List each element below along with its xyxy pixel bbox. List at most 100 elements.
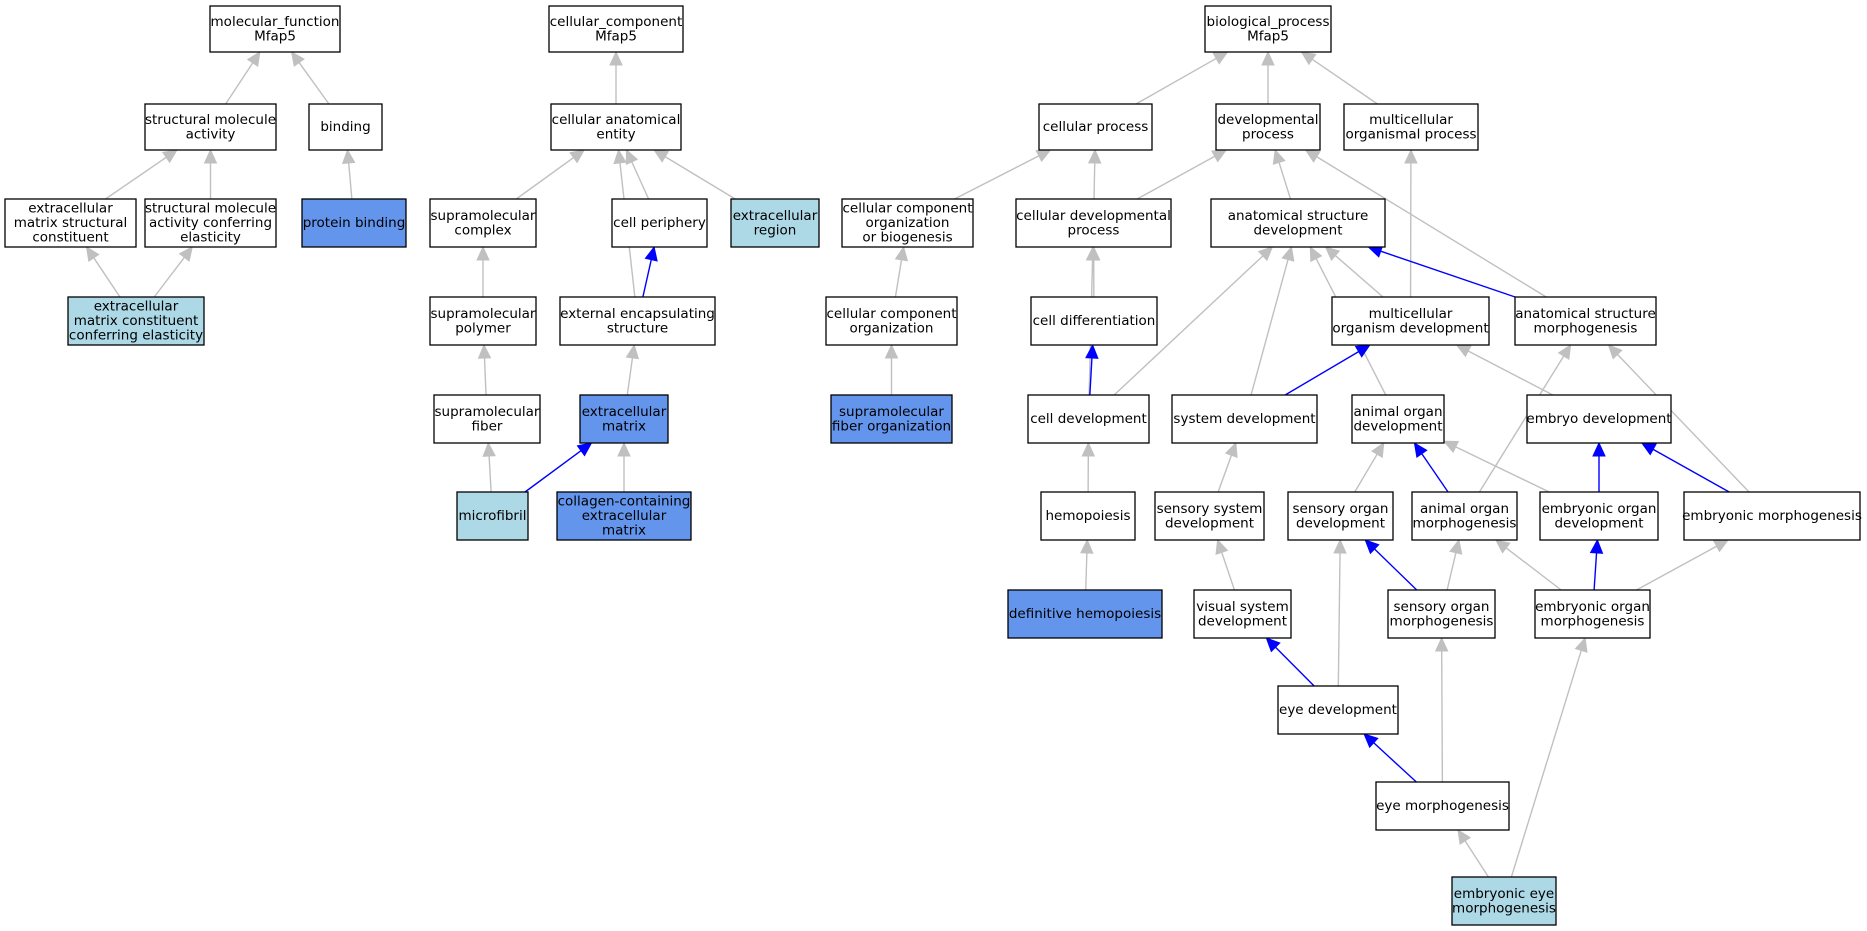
node-box [1351, 394, 1445, 444]
edge-arrowhead [569, 149, 586, 164]
edge-aom-to-aod [1413, 442, 1449, 493]
edge-arrowhead [1261, 50, 1275, 66]
edge-eom-to-emorph [1636, 539, 1730, 591]
edge-arrowhead [884, 343, 899, 359]
node-label-line: sensory system [1157, 501, 1263, 517]
edge-arrowhead [1434, 636, 1449, 652]
node-label-line: morphogenesis [1534, 320, 1638, 336]
node-label-line: polymer [455, 320, 511, 336]
node-label-line: cellular component [826, 306, 956, 322]
edge-arrowhead [203, 148, 218, 164]
node-box [1375, 781, 1510, 831]
node-label-line: structural molecule [145, 112, 276, 128]
edge-cdp-to-cellp [1087, 148, 1102, 200]
node-label-line: embryonic morphogenesis [1682, 508, 1862, 524]
edge-arrowhead [1085, 343, 1099, 359]
node-label-line: development [1554, 515, 1643, 531]
node-label-line: multicellular [1369, 112, 1453, 128]
edge-arrowhead [625, 343, 640, 360]
edge-line [1217, 454, 1233, 493]
edge-sfo-to-cco [884, 343, 899, 395]
node-label-line: cellular anatomical [552, 112, 681, 128]
node-box [144, 198, 277, 248]
edge-smp-to-smc [476, 245, 490, 297]
edge-emcce-to-emsc [85, 246, 121, 298]
edge-embdev-to-mod [1455, 344, 1554, 396]
edge-eod-to-aod [1442, 440, 1550, 493]
edge-layer [85, 50, 1750, 878]
node-label-line: molecular_function [211, 14, 340, 30]
edge-smc-to-cae [515, 149, 586, 200]
node-label-line: anatomical structure [1515, 306, 1656, 322]
edge-line [1380, 250, 1516, 298]
edge-eod-to-embdev [1592, 441, 1606, 492]
edge-line [1278, 162, 1292, 200]
node-box [1015, 198, 1172, 248]
node-label-line: binding [320, 119, 370, 135]
edge-line [626, 357, 634, 396]
edge-ees-to-cp [642, 245, 658, 298]
edge-arrowhead [1404, 148, 1418, 164]
node-box [1030, 296, 1158, 346]
node-label-line: organization [866, 215, 950, 231]
node-label-line: embryo development [1526, 411, 1671, 427]
edge-line [1250, 259, 1289, 396]
node-label-line: development [1165, 515, 1254, 531]
edge-arrowhead [1324, 246, 1341, 261]
node-label-line: biological_process [1207, 14, 1330, 30]
edge-arrowhead [1309, 245, 1323, 263]
edge-line [664, 156, 736, 200]
edge-eyem-to-eyedev [1363, 733, 1417, 783]
node-box [730, 198, 820, 248]
edge-smace-to-sma [203, 148, 218, 199]
node-box [67, 296, 205, 346]
node-box [548, 5, 684, 53]
node-box [550, 103, 682, 151]
edge-line [1510, 650, 1582, 878]
edge-cdp-to-devp [1136, 149, 1228, 200]
node-box [1343, 103, 1479, 151]
edge-cco-to-ccob [894, 245, 909, 298]
edge-arrowhead [1640, 442, 1657, 456]
edge-mfib-to-em [524, 442, 593, 493]
node-label-line: complex [454, 222, 511, 238]
edge-line [1467, 350, 1554, 396]
edge-line [1337, 552, 1341, 687]
node-mfib: microfibril [456, 491, 529, 541]
node-label-line: embryonic eye [1454, 886, 1554, 902]
node-label-line: fiber [472, 418, 503, 434]
edge-line [93, 257, 121, 298]
edge-arrowhead [1087, 148, 1102, 164]
edge-arrowhead [1494, 539, 1511, 554]
node-label-line: Mfap5 [595, 28, 637, 44]
node-eyem: eye morphogenesis [1375, 781, 1510, 831]
edge-line [1089, 357, 1093, 396]
edge-arrowhead [609, 50, 623, 66]
node-box [456, 491, 529, 541]
node-box [556, 491, 692, 541]
edge-arrowhead [1592, 441, 1606, 457]
node-box [433, 394, 541, 444]
node-label-line: morphogenesis [1452, 900, 1556, 916]
edge-smf-to-smp [477, 343, 492, 396]
node-label-line: animal organ [1420, 501, 1509, 517]
edge-mop-to-bp [1300, 51, 1378, 105]
edge-sma-to-mf [225, 51, 261, 105]
edge-line [642, 259, 652, 298]
edge-arrowhead [477, 343, 492, 359]
